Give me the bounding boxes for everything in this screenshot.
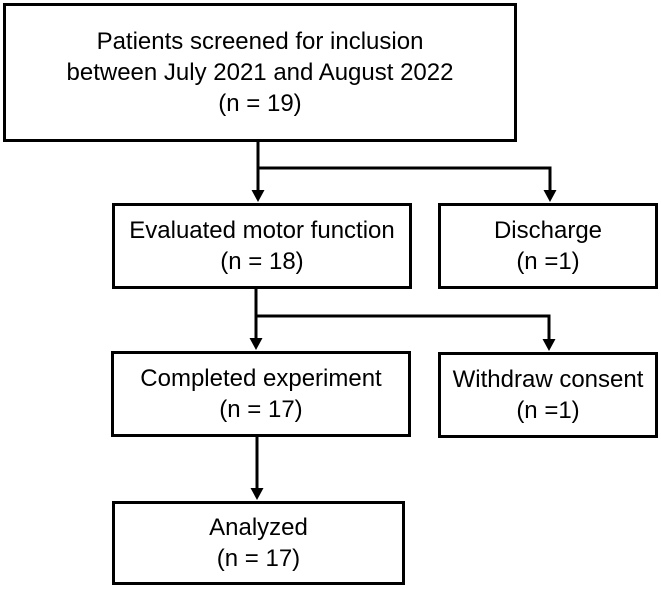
- flow-box-text-line: Completed experiment: [140, 365, 382, 392]
- flow-box-text-line: Analyzed: [209, 514, 308, 541]
- connector-screened-branch: [256, 142, 552, 192]
- connector-evaluated-branch: [254, 289, 551, 342]
- flow-box-count: (n = 17): [219, 396, 303, 423]
- flow-box-text-line: Withdraw consent: [452, 366, 644, 393]
- flow-box-count: (n = 18): [220, 248, 304, 275]
- arrowhead-icon: [542, 339, 556, 351]
- flow-box-withdraw-consent: Withdraw consent (n =1): [438, 352, 658, 438]
- arrowhead-icon: [251, 190, 265, 202]
- flow-box-completed-experiment: Completed experiment (n = 17): [111, 351, 411, 437]
- flow-box-discharge: Discharge (n =1): [438, 203, 658, 289]
- flow-box-text-line: between July 2021 and August 2022: [66, 59, 454, 86]
- flow-box-evaluated-motor-function: Evaluated motor function (n = 18): [112, 203, 412, 289]
- flow-box-text-line: Patients screened for inclusion: [96, 28, 424, 55]
- arrowhead-icon: [249, 338, 263, 350]
- flow-box-text-line: Evaluated motor function: [129, 217, 395, 244]
- flow-box-analyzed: Analyzed (n = 17): [112, 501, 405, 585]
- flow-box-count: (n = 19): [218, 90, 302, 117]
- flow-box-text-line: Discharge: [493, 217, 603, 244]
- arrowhead-icon: [543, 190, 557, 202]
- flow-box-count: (n =1): [516, 248, 580, 275]
- arrowhead-icon: [250, 488, 264, 500]
- flow-box-count: (n =1): [516, 397, 580, 424]
- flow-box-screened: Patients screened for inclusion between …: [3, 3, 517, 142]
- flow-box-count: (n = 17): [216, 545, 301, 572]
